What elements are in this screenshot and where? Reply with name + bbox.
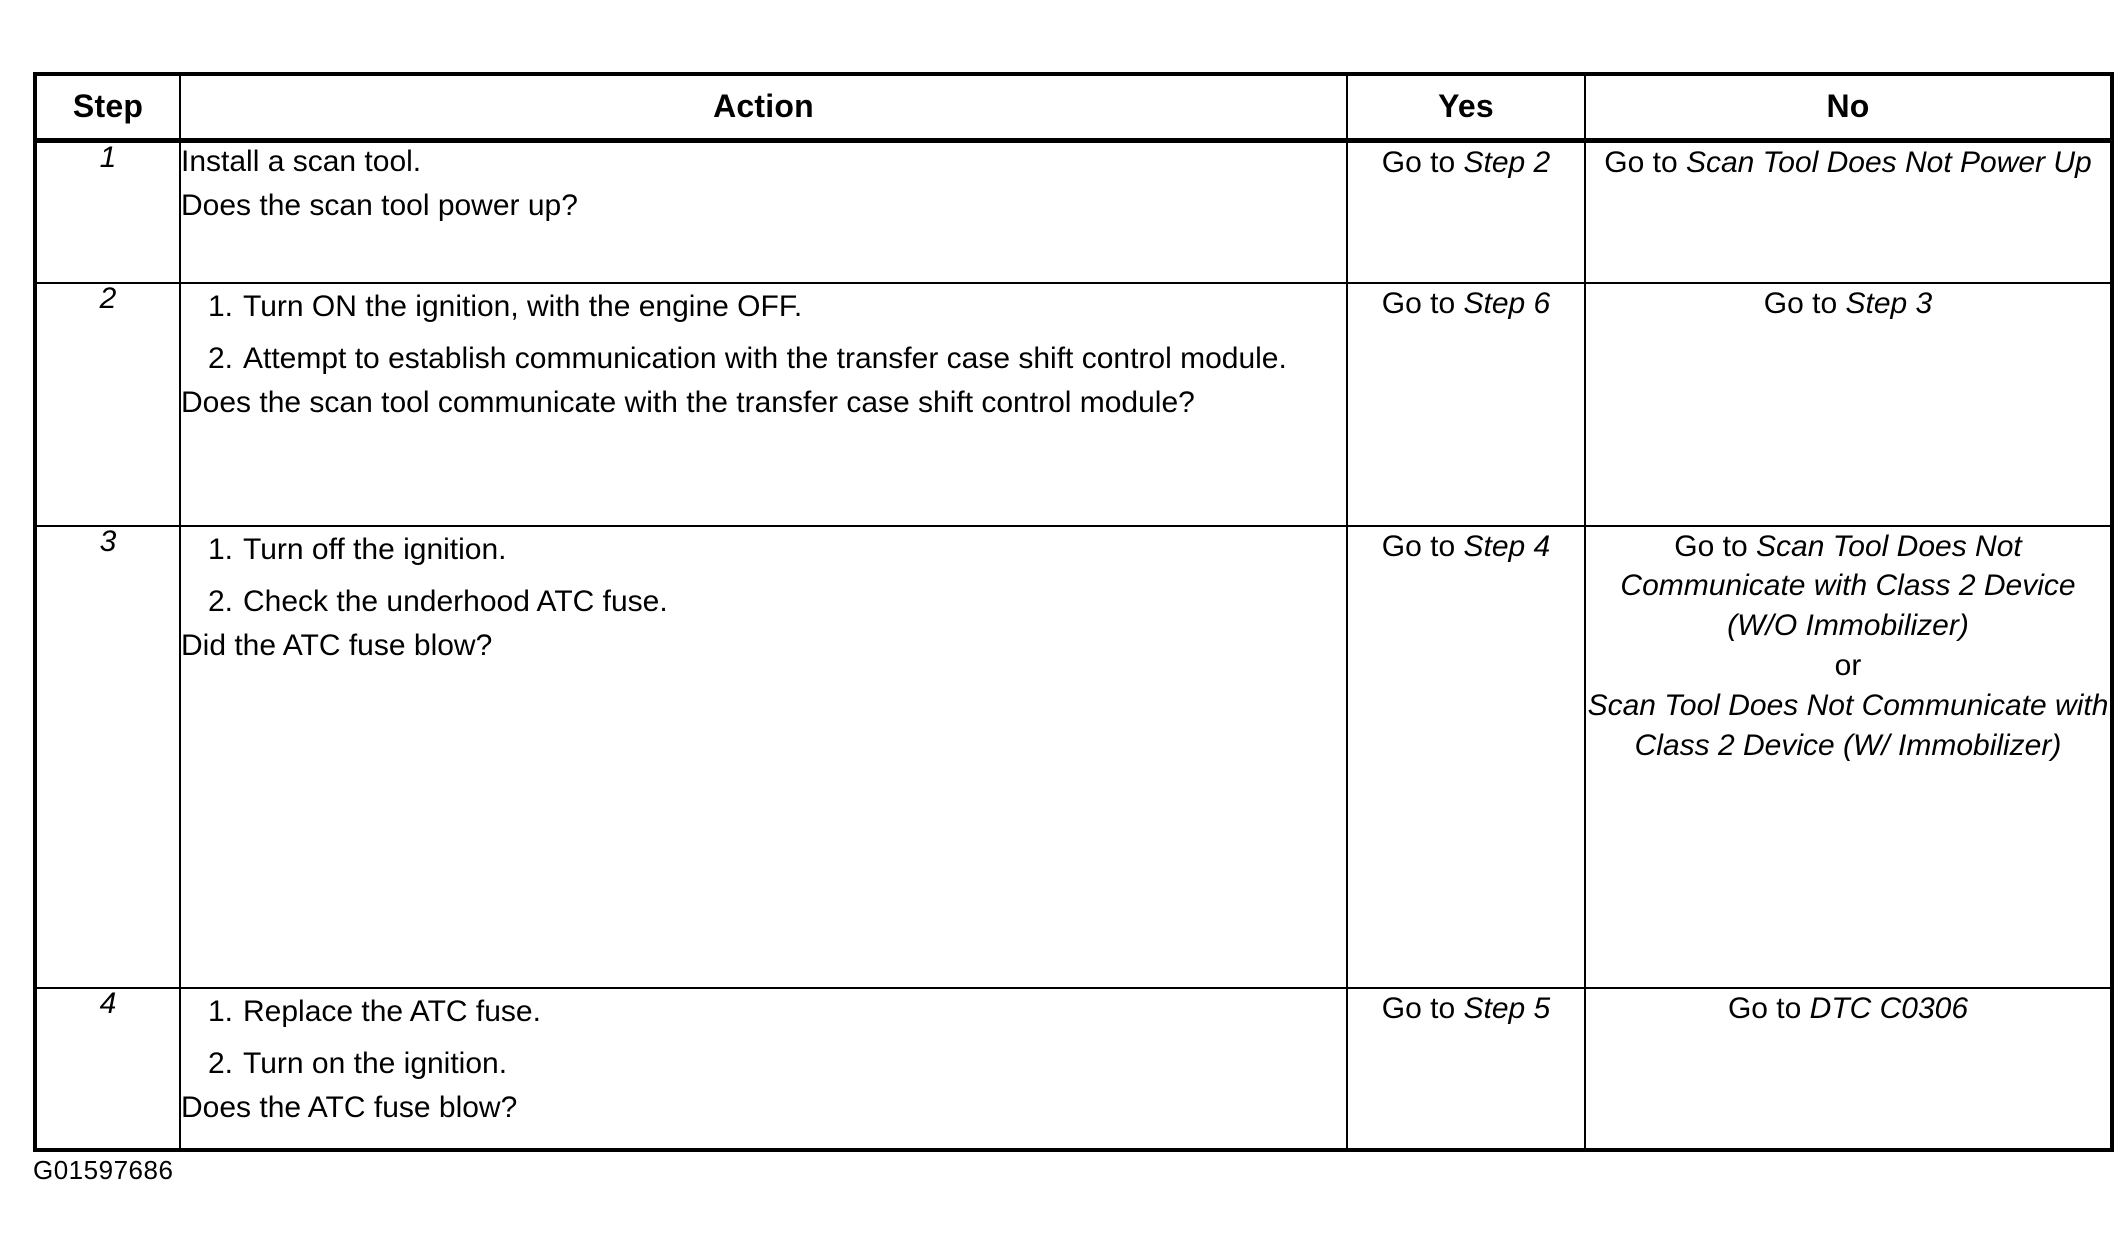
no-result-text-primary: Go to Scan Tool Does Not Communicate wit… bbox=[1586, 527, 2110, 647]
diagnostic-step-table: Step Action Yes No 1 Instal bbox=[33, 72, 2114, 1152]
no-result-target: DTC C0306 bbox=[1809, 991, 1969, 1025]
no-result-prefix: Go to bbox=[1604, 146, 1686, 179]
yes-result-target: Step 4 bbox=[1463, 529, 1551, 563]
no-result-target: Step 3 bbox=[1845, 286, 1933, 320]
step-number: 2 bbox=[99, 281, 117, 315]
no-result-cell: Go to Scan Tool Does Not Communicate wit… bbox=[1584, 524, 2114, 989]
step-number-cell: 3 bbox=[33, 524, 181, 989]
step-number-cell: 4 bbox=[33, 986, 181, 1152]
table-row: 3 Turn off the ignition. Check the under… bbox=[33, 524, 2114, 989]
no-result-prefix: Go to bbox=[1727, 991, 1810, 1025]
no-result-text: Go to Scan Tool Does Not Power Up bbox=[1586, 143, 2110, 183]
column-header-no: No bbox=[1584, 72, 2114, 143]
action-question-text: Does the scan tool communicate with the … bbox=[181, 386, 1195, 420]
action-cell: Turn ON the ignition, with the engine OF… bbox=[179, 281, 1348, 527]
figure-reference-code: G01597686 bbox=[33, 1155, 174, 1185]
table-row: 2 Turn ON the ignition, with the engine … bbox=[33, 281, 2114, 527]
no-result-prefix: Go to bbox=[1763, 286, 1846, 320]
step-number: 4 bbox=[99, 986, 117, 1020]
step-number-cell: 2 bbox=[33, 281, 181, 527]
column-header-action: Action bbox=[179, 72, 1348, 143]
table-row: 1 Install a scan tool. Does the scan too… bbox=[33, 139, 2114, 284]
header-row: Step Action Yes No bbox=[33, 72, 2114, 143]
yes-result-text: Go to Step 5 bbox=[1348, 989, 1584, 1028]
yes-result-target: Step 2 bbox=[1463, 146, 1551, 179]
step-number-cell: 1 bbox=[33, 139, 181, 284]
yes-result-target: Step 5 bbox=[1463, 991, 1551, 1025]
action-substep-list: Replace the ATC fuse. Turn on the igniti… bbox=[181, 993, 1346, 1084]
no-result-text: Go to DTC C0306 bbox=[1586, 989, 2110, 1028]
column-header-action-label: Action bbox=[713, 88, 814, 124]
column-header-no-label: No bbox=[1826, 88, 1870, 124]
no-result-conjunction: or bbox=[1834, 649, 1862, 683]
yes-result-prefix: Go to bbox=[1381, 529, 1464, 563]
table-body: 1 Install a scan tool. Does the scan too… bbox=[33, 139, 2114, 1152]
action-question-text: Does the ATC fuse blow? bbox=[181, 1091, 518, 1125]
no-result-cell: Go to Scan Tool Does Not Power Up bbox=[1584, 139, 2114, 284]
yes-result-prefix: Go to bbox=[1381, 286, 1464, 320]
action-question-text: Does the scan tool power up? bbox=[181, 188, 578, 222]
action-cell: Replace the ATC fuse. Turn on the igniti… bbox=[179, 986, 1348, 1152]
action-lead-text: Install a scan tool. bbox=[181, 145, 422, 178]
action-substep: Replace the ATC fuse. bbox=[199, 993, 541, 1032]
action-substep: Check the underhood ATC fuse. bbox=[199, 583, 668, 622]
action-substep: Attempt to establish communication with … bbox=[199, 340, 1287, 379]
table-row: 4 Replace the ATC fuse. Turn on the igni… bbox=[33, 986, 2114, 1152]
action-question-text: Did the ATC fuse blow? bbox=[181, 629, 493, 663]
yes-result-cell: Go to Step 5 bbox=[1346, 986, 1586, 1152]
yes-result-text: Go to Step 2 bbox=[1348, 143, 1584, 182]
yes-result-target: Step 6 bbox=[1463, 286, 1551, 320]
yes-result-cell: Go to Step 6 bbox=[1346, 281, 1586, 527]
table-header: Step Action Yes No bbox=[33, 72, 2114, 143]
no-result-prefix: Go to bbox=[1674, 529, 1756, 563]
action-substep-list: Turn off the ignition. Check the underho… bbox=[181, 531, 1346, 622]
column-header-yes-label: Yes bbox=[1438, 88, 1494, 124]
action-substep: Turn off the ignition. bbox=[199, 531, 507, 570]
step-number: 1 bbox=[99, 141, 117, 174]
column-header-step-label: Step bbox=[72, 88, 144, 124]
column-header-step: Step bbox=[33, 72, 181, 143]
yes-result-prefix: Go to bbox=[1381, 146, 1464, 179]
no-result-target: Scan Tool Does Not Power Up bbox=[1685, 146, 2092, 179]
yes-result-text: Go to Step 4 bbox=[1348, 527, 1584, 566]
yes-result-prefix: Go to bbox=[1381, 991, 1464, 1025]
action-substep: Turn ON the ignition, with the engine OF… bbox=[199, 288, 803, 327]
no-result-text: Go to Step 3 bbox=[1586, 284, 2110, 323]
yes-result-text: Go to Step 6 bbox=[1348, 284, 1584, 323]
yes-result-cell: Go to Step 4 bbox=[1346, 524, 1586, 989]
no-result-cell: Go to DTC C0306 bbox=[1584, 986, 2114, 1152]
step-number: 3 bbox=[99, 524, 117, 558]
action-cell: Install a scan tool. Does the scan tool … bbox=[179, 139, 1348, 284]
no-result-target-b: Scan Tool Does Not Communicate with Clas… bbox=[1587, 689, 2109, 762]
no-result-cell: Go to Step 3 bbox=[1584, 281, 2114, 527]
action-cell: Turn off the ignition. Check the underho… bbox=[179, 524, 1348, 989]
no-result-target-a: Scan Tool Does Not Communicate with Clas… bbox=[1620, 529, 2076, 643]
yes-result-cell: Go to Step 2 bbox=[1346, 139, 1586, 284]
action-substep: Turn on the ignition. bbox=[199, 1045, 508, 1084]
column-header-yes: Yes bbox=[1346, 72, 1586, 143]
action-substep-list: Turn ON the ignition, with the engine OF… bbox=[181, 288, 1346, 379]
